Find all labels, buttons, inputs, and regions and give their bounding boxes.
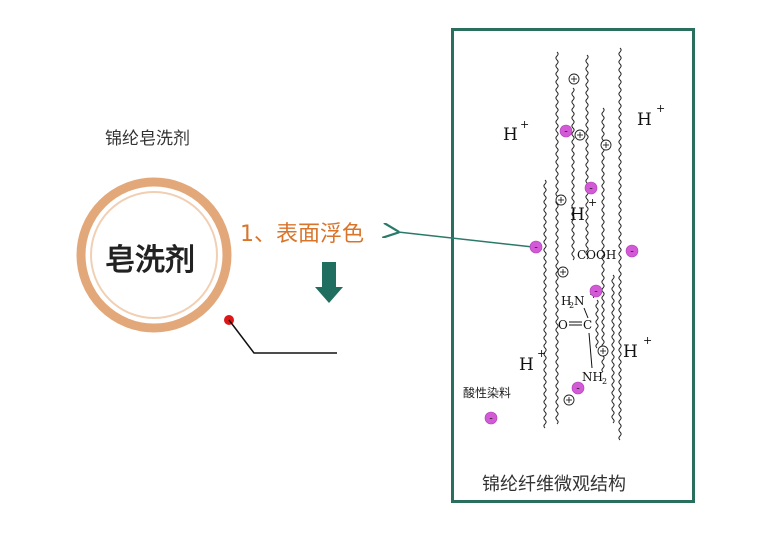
svg-text:N: N (574, 294, 585, 308)
svg-text:-: - (630, 247, 634, 258)
svg-text:+: + (588, 196, 597, 209)
nh2-bond (588, 332, 593, 369)
svg-text:2: 2 (569, 301, 574, 310)
nh2-group: NH 2 (582, 370, 607, 386)
fiber-title: 锦纶纤维微观结构 (482, 474, 626, 495)
svg-text:NH: NH (582, 370, 603, 384)
dye-particles: - - - - - - - (484, 124, 639, 425)
fiber-chain-8 (595, 299, 599, 349)
fiber-chain-7 (611, 274, 615, 424)
fiber-chain-5 (543, 179, 547, 429)
svg-text:H: H (623, 342, 638, 362)
fiber-chain-6 (571, 87, 575, 261)
pointer-arrow (398, 232, 534, 248)
carbonyl-group: O C (558, 318, 592, 332)
svg-text:-: - (534, 243, 538, 254)
fiber-chain-3 (601, 107, 605, 373)
dye-particle-3: - (529, 240, 543, 254)
fiber-panel (451, 28, 695, 503)
fiber-chain-4 (618, 47, 622, 441)
dye-particle-5: - (589, 284, 603, 298)
svg-text:H: H (561, 294, 571, 308)
ion-h-4: H + (519, 347, 546, 375)
svg-text:H: H (637, 110, 652, 130)
positive-charge-3 (600, 139, 612, 151)
marker-connector (228, 319, 337, 354)
svg-text:H: H (503, 125, 518, 145)
svg-text:+: + (656, 102, 665, 115)
detergent-label: 皂洗剂 (105, 243, 195, 278)
positive-charge-4 (555, 194, 567, 206)
svg-text:H: H (519, 355, 534, 375)
dye-particle-4: - (625, 244, 639, 258)
positive-charges (555, 73, 612, 406)
positive-charge-5 (557, 266, 569, 278)
svg-text:-: - (564, 127, 568, 138)
dye-particle-6: - (571, 381, 585, 395)
step-label: 1、表面浮色 (240, 222, 364, 247)
down-arrow-icon (315, 262, 343, 303)
ion-h-5: H + (623, 334, 652, 362)
svg-text:2: 2 (602, 377, 607, 386)
amine-bond (583, 307, 589, 319)
carboxyl-group: COOH (577, 248, 616, 262)
ion-h-1: H + (503, 118, 529, 145)
dye-particle-2: - (584, 181, 598, 195)
svg-text:+: + (643, 334, 652, 347)
positive-charge-2 (574, 129, 586, 141)
fiber-chain-2 (585, 54, 589, 260)
positive-charge-6 (597, 345, 609, 357)
svg-text:-: - (576, 384, 580, 395)
positive-charge-7 (563, 394, 575, 406)
ion-h-2: H + (637, 102, 665, 130)
fiber-chain-1 (555, 51, 559, 425)
fiber-chains (543, 47, 622, 441)
detergent-circle (76, 177, 232, 333)
dye-particle-1: - (559, 124, 573, 138)
positive-charge-1 (568, 73, 580, 85)
svg-text:C: C (583, 318, 592, 332)
dye-particle-7: - (484, 411, 498, 425)
svg-text:-: - (594, 287, 598, 298)
svg-text:H: H (570, 205, 585, 225)
svg-text:-: - (489, 414, 493, 425)
detergent-caption: 锦纶皂洗剂 (105, 129, 190, 149)
svg-text:O: O (558, 318, 568, 332)
acid-dye-label: 酸性染料 (463, 385, 511, 400)
ion-h-3: H + (570, 196, 597, 225)
svg-text:+: + (537, 347, 546, 360)
svg-text:+: + (520, 118, 529, 131)
svg-text:-: - (589, 184, 593, 195)
